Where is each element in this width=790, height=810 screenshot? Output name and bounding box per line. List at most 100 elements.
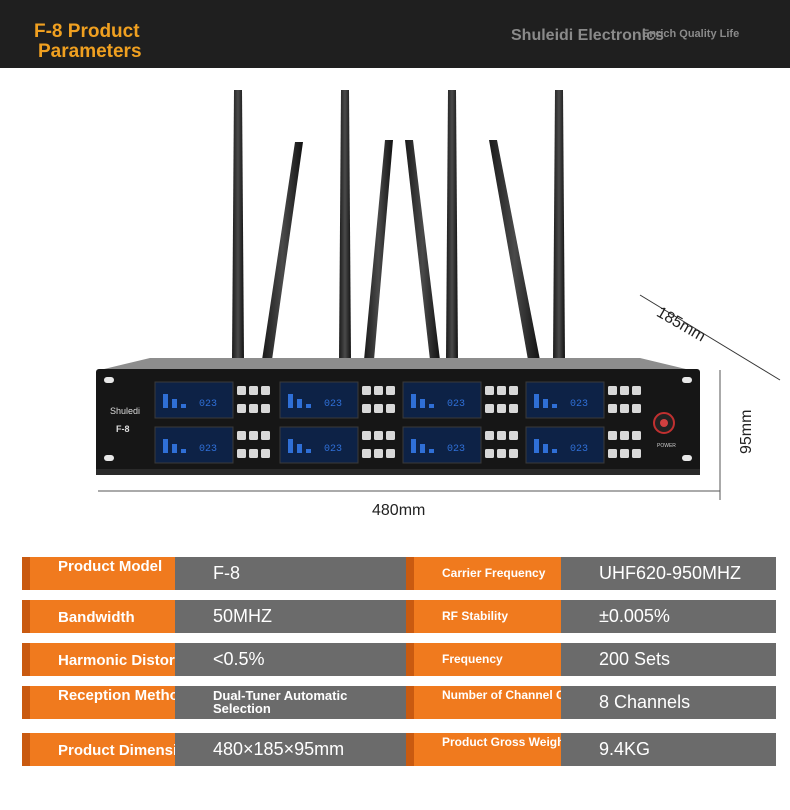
panel-button <box>261 404 270 413</box>
panel-button <box>620 386 629 395</box>
spec-value: UHF620-950MHZ <box>561 557 776 590</box>
panel-button <box>608 431 617 440</box>
brand-name: Shuleidi Electronics <box>511 27 664 44</box>
device-model-label: F-8 <box>116 424 130 434</box>
panel-button <box>261 431 270 440</box>
panel-button <box>509 431 518 440</box>
spec-value: 50MHZ <box>175 600 408 633</box>
title-line-1: F-8 Product <box>34 21 140 42</box>
panel-button <box>374 386 383 395</box>
spec-row: RF Stability ±0.005% <box>406 600 776 633</box>
panel-button <box>261 449 270 458</box>
spec-label-text: Product Model <box>58 558 163 575</box>
antenna <box>339 90 351 360</box>
spec-value-text: <0.5% <box>213 649 265 669</box>
panel-button <box>509 449 518 458</box>
spec-label-text: RF Stability <box>442 609 509 623</box>
depth-dimension-line <box>639 294 781 381</box>
lcd-display: 023 <box>525 426 641 464</box>
spec-label-text: Frequency <box>442 652 503 666</box>
lcd-display: 023 <box>279 426 395 464</box>
panel-button <box>249 404 258 413</box>
panel-button <box>632 431 641 440</box>
lcd-display: 023 <box>154 426 270 464</box>
panel-button <box>632 386 641 395</box>
panel-button <box>261 386 270 395</box>
spec-row: Harmonic Distortion <0.5% <box>22 643 408 676</box>
panel-button <box>485 431 494 440</box>
page-title: F-8 Product Parameters <box>34 22 142 62</box>
panel-button <box>374 449 383 458</box>
spec-label: Product Dimensions <box>22 733 204 766</box>
antenna <box>232 90 244 360</box>
spec-row: Frequency 200 Sets <box>406 643 776 676</box>
spec-row: Product Dimensions 480×185×95mm <box>22 733 408 766</box>
spec-value: 8 Channels <box>561 686 776 719</box>
panel-button <box>509 386 518 395</box>
spec-label: RF Stability <box>406 600 561 633</box>
panel-button <box>632 404 641 413</box>
panel-button <box>374 431 383 440</box>
panel-button <box>249 449 258 458</box>
panel-button <box>362 386 371 395</box>
lcd-display: 023 <box>154 381 270 419</box>
spec-value: <0.5% <box>175 643 408 676</box>
spec-row: Carrier Frequency UHF620-950MHZ <box>406 557 776 590</box>
spec-label-text: Harmonic Distortion <box>58 652 203 669</box>
spec-value-text: 9.4KG <box>599 739 651 759</box>
spec-value-text: 480×185×95mm <box>213 739 345 759</box>
height-label: 95mm <box>738 409 755 454</box>
panel-button <box>485 386 494 395</box>
panel-button <box>497 431 506 440</box>
panel-button <box>608 386 617 395</box>
spec-value: ±0.005% <box>561 600 776 633</box>
spec-value-text: ±0.005% <box>599 606 670 626</box>
channel-readout: 023 <box>447 444 465 455</box>
antenna <box>446 90 458 360</box>
antenna <box>364 140 393 360</box>
lcd-display: 023 <box>402 426 518 464</box>
panel-button <box>237 449 246 458</box>
panel-button <box>608 404 617 413</box>
antenna <box>405 140 440 360</box>
panel-button <box>237 431 246 440</box>
spec-value-text: UHF620-950MHZ <box>599 563 742 583</box>
channel-readout: 023 <box>570 444 588 455</box>
panel-button <box>386 431 395 440</box>
spec-label-text: Product Dimensions <box>58 742 204 759</box>
panel-button <box>386 404 395 413</box>
panel-button <box>620 404 629 413</box>
panel-button <box>497 404 506 413</box>
spec-value-text: 50MHZ <box>213 606 273 626</box>
channel-readout: 023 <box>324 444 342 455</box>
panel-button <box>374 404 383 413</box>
panel-button <box>237 404 246 413</box>
panel-button <box>249 431 258 440</box>
panel-button <box>386 386 395 395</box>
panel-button <box>497 449 506 458</box>
spec-row: Product Gross Weight 9.4KG <box>406 733 776 766</box>
panel-button <box>620 431 629 440</box>
lcd-display: 023 <box>402 381 518 419</box>
channel-readout: 023 <box>570 399 588 410</box>
spec-label: Product Gross Weight <box>406 733 568 766</box>
spec-label-text: Carrier Frequency <box>442 566 546 580</box>
spec-value: F-8 <box>175 557 408 590</box>
spec-value: 9.4KG <box>561 733 776 766</box>
panel-button <box>632 449 641 458</box>
header-bar: F-8 Product Parameters Shuleidi Electron… <box>0 0 790 68</box>
spec-label: Bandwidth <box>22 600 175 633</box>
spec-label-text: Bandwidth <box>58 609 135 626</box>
spec-value: 200 Sets <box>561 643 776 676</box>
panel-button <box>485 404 494 413</box>
title-line-2: Parameters <box>38 41 142 62</box>
panel-button <box>249 386 258 395</box>
antenna <box>553 90 565 360</box>
antenna <box>262 142 303 360</box>
spec-value-text: F-8 <box>213 563 240 583</box>
panel-button <box>497 386 506 395</box>
spec-label-text: Reception Method <box>58 687 188 704</box>
